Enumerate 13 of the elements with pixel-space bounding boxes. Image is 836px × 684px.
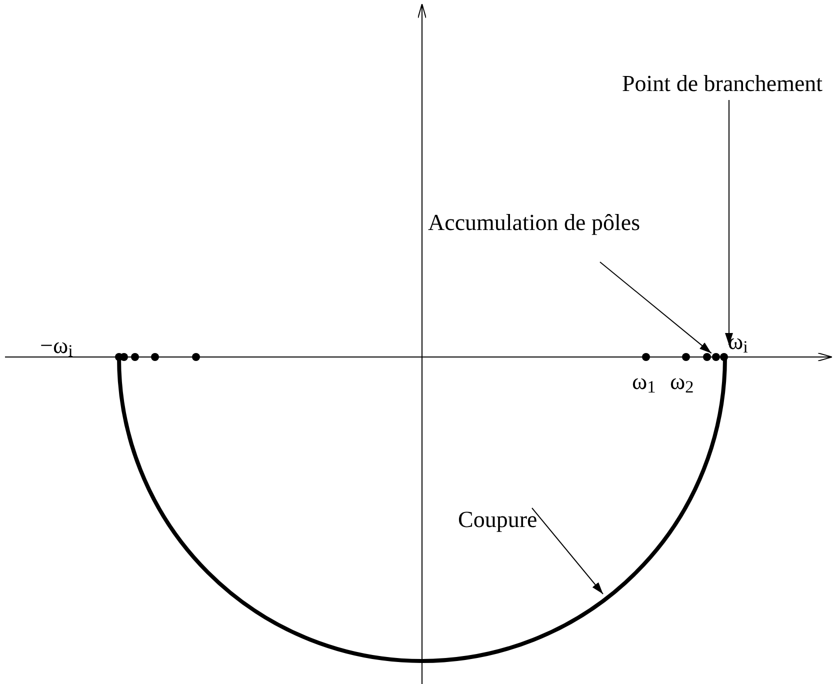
- annotation-text: Coupure: [458, 508, 538, 531]
- axis-value-label: −ω$_{i}$: [40, 334, 73, 360]
- pole-dot: [712, 353, 720, 361]
- axis-value-label: ω$_{i}$: [728, 330, 748, 356]
- pole-dot: [720, 353, 728, 361]
- axis-value-label: ω$_{2}$: [670, 370, 694, 396]
- axis-value-label: ω$_{1}$: [632, 370, 656, 396]
- leader-arrow: [600, 262, 712, 354]
- leader-arrow: [532, 508, 604, 594]
- branch-cut-arc: [117, 358, 727, 662]
- leader-arrow: [725, 100, 733, 346]
- annotation-text: Point de branchement: [622, 72, 823, 95]
- annotation-text: Accumulation de pôles: [428, 211, 640, 234]
